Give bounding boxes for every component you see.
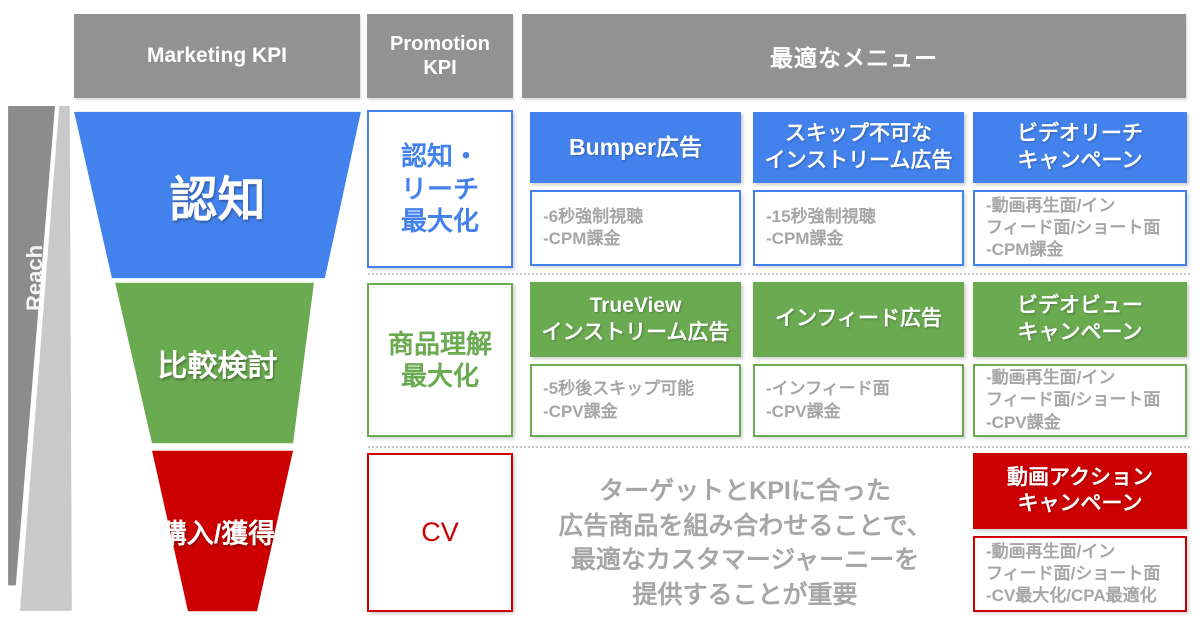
card-desc-bumper-ad: -6秒強制視聴 -CPM課金 [530, 190, 741, 266]
card-title-video-view-campaign: ビデオビュー キャンペーン [973, 282, 1187, 357]
kpi-box-cv: CV [367, 453, 513, 612]
reach-roi-axis: Reach ROI [6, 106, 76, 616]
card-title-video-reach-campaign: ビデオリーチ キャンペーン [973, 112, 1187, 183]
card-desc-nonskippable-instream: -15秒強制視聴 -CPM課金 [753, 190, 964, 266]
card-desc-trueview-instream: -5秒後スキップ可能 -CPV課金 [530, 364, 741, 437]
funnel-stage-awareness: 認知 [74, 111, 361, 279]
header-optimal-menu: 最適なメニュー [522, 14, 1186, 98]
card-desc-video-action-campaign: -動画再生面/イン フィード面/ショート面 -CV最大化/CPA最適化 [973, 536, 1187, 612]
row-separator-2 [368, 446, 1190, 448]
reach-label: Reach [22, 244, 47, 312]
card-desc-video-reach-campaign: -動画再生面/イン フィード面/ショート面 -CPM課金 [973, 190, 1187, 266]
kpi-box-product-understanding: 商品理解 最大化 [367, 283, 513, 437]
card-title-video-action-campaign: 動画アクション キャンペーン [973, 453, 1187, 529]
card-desc-infeed-ad: -インフィード面 -CPV課金 [753, 364, 964, 437]
funnel-stage-consideration: 比較検討 [115, 282, 314, 444]
card-title-nonskippable-instream: スキップ不可な インストリーム広告 [753, 112, 964, 183]
marketing-funnel: 認知 比較検討 購入/獲得 [70, 106, 365, 618]
header-promotion-kpi: Promotion KPI [367, 14, 513, 98]
funnel-stage-purchase: 購入/獲得 [152, 450, 294, 612]
card-title-trueview-instream: TrueView インストリーム広告 [530, 282, 741, 357]
header-marketing-kpi: Marketing KPI [74, 14, 360, 98]
row-separator-1 [368, 273, 1190, 275]
card-desc-video-view-campaign: -動画再生面/イン フィード面/ショート面 -CPV課金 [973, 364, 1187, 437]
kpi-box-awareness-reach: 認知・ リーチ 最大化 [367, 110, 513, 268]
summary-note: ターゲットとKPIに合った 広告商品を組み合わせることで、 最適なカスタマージャ… [558, 477, 932, 609]
card-title-bumper-ad: Bumper広告 [530, 112, 741, 183]
card-title-infeed-ad: インフィード広告 [753, 282, 964, 357]
